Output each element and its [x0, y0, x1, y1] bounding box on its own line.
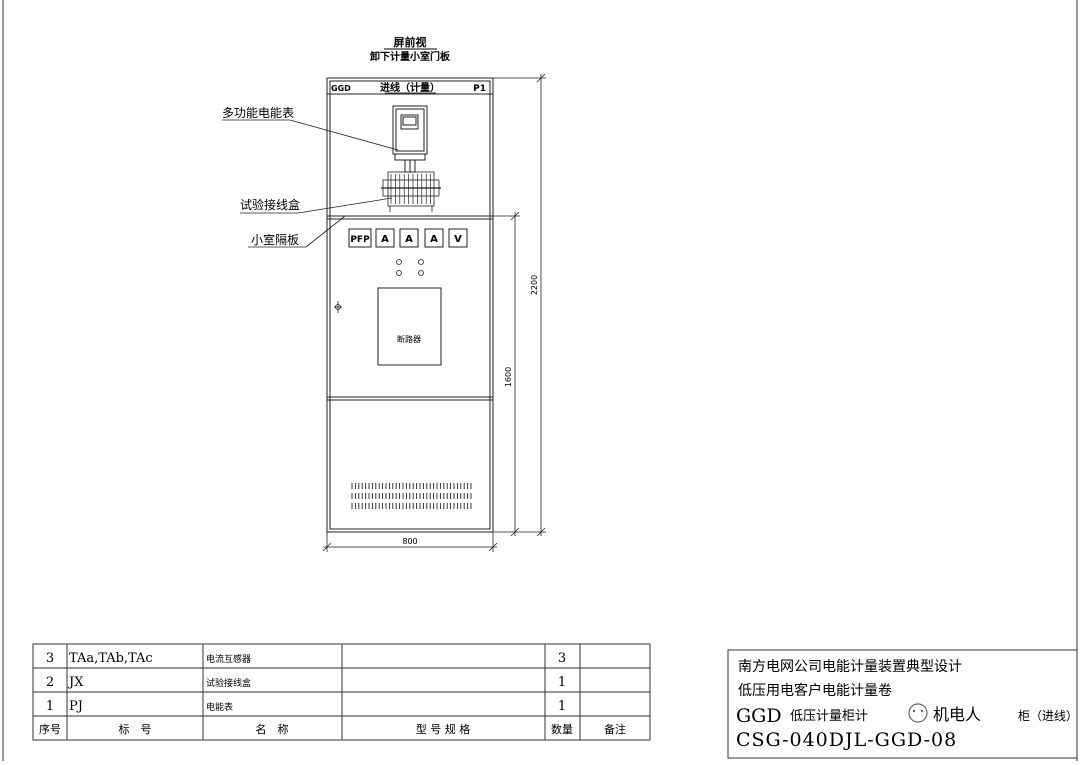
meter-button-row: PFP A A A V	[348, 228, 468, 248]
meter-button-label: PFP	[350, 235, 370, 245]
wechat-icon	[908, 703, 928, 723]
meter-button-4: V	[448, 228, 468, 248]
bom-cell-name: 电能表	[206, 701, 233, 713]
breaker-label: 断路器	[397, 334, 421, 344]
bom-cell-qty: 1	[558, 699, 566, 714]
callout-leaders	[222, 119, 399, 248]
bom-header-note: 备注	[604, 722, 626, 736]
bom-cell-no: 2	[46, 675, 54, 690]
energy-meter-icon	[392, 105, 428, 173]
drawing-number: CSG-040DJL-GGD-08	[736, 729, 957, 751]
lamp-icon	[396, 259, 402, 265]
bom-header-spec: 型 号 规 格	[416, 722, 471, 736]
dimension-width	[322, 532, 498, 552]
bom-table	[32, 643, 651, 741]
bom-cell-no: 1	[46, 699, 54, 714]
meter-button-0: PFP	[348, 228, 372, 248]
bom-cell-name: 试验接线盒	[206, 677, 251, 689]
title-line3-tail: 柜（进线）	[1018, 709, 1078, 723]
title-line1: 南方电网公司电能计量装置典型设计	[738, 659, 962, 675]
meter-button-label: V	[454, 234, 462, 245]
bom-header-no: 序号	[39, 722, 61, 736]
lamp-icon	[396, 270, 402, 276]
meter-button-label: A	[381, 234, 389, 245]
bom-header-code: 标 号	[119, 722, 152, 736]
door-handle-icon	[334, 301, 342, 313]
watermark-text: 机电人	[933, 705, 981, 724]
dimension-width-value: 800	[402, 537, 417, 546]
bom-cell-code: TAa,TAb,TAc	[69, 651, 153, 666]
cabinet-code-right: P1	[473, 84, 486, 94]
lamp-icon	[418, 259, 424, 265]
cabinet-title: 进线（计量）	[380, 81, 440, 94]
watermark: 机电人	[908, 703, 981, 724]
meter-button-2: A	[399, 228, 419, 248]
bom-cell-qty: 3	[558, 651, 566, 666]
table-row: 3 TAa,TAb,TAc 电流互感器 3	[46, 651, 566, 666]
cabinet	[326, 77, 494, 533]
dimension-height-total	[493, 73, 546, 537]
vent-louvers	[351, 483, 472, 509]
indicator-lamps	[396, 259, 424, 276]
meter-button-label: A	[430, 234, 438, 245]
breaker-window	[377, 287, 442, 366]
view-title: 屏前视	[394, 35, 427, 49]
bom-header-qty: 数量	[551, 723, 573, 736]
table-row: 1 PJ 电能表 1	[46, 699, 566, 714]
callout-test-box-label: 试验接线盒	[240, 197, 300, 212]
callout-meter-label: 多功能电能表	[222, 106, 294, 120]
dimension-height-total-value: 2200	[530, 275, 539, 295]
bom-cell-name: 电流互感器	[206, 653, 251, 665]
lamp-icon	[418, 270, 424, 276]
dimension-height-lower	[493, 211, 520, 537]
bom-cell-qty: 1	[558, 675, 566, 690]
view-subtitle: 卸下计量小室门板	[370, 50, 451, 63]
test-junction-box-icon	[381, 171, 441, 212]
title-line3-prefix: GGD	[736, 705, 782, 727]
bom-cell-code: JX	[67, 675, 84, 690]
title-block	[727, 649, 1078, 759]
bom-header-name: 名 称	[256, 722, 289, 736]
meter-button-1: A	[375, 228, 395, 248]
bom-header-row: 序号 标 号 名 称 型 号 规 格 数量 备注	[39, 722, 626, 736]
title-line3-rest: 低压计量柜计	[790, 709, 868, 724]
title-line2: 低压用电客户电能计量卷	[738, 682, 892, 699]
bom-cell-code: PJ	[69, 699, 83, 714]
callout-partition-label: 小室隔板	[251, 232, 299, 247]
bom-cell-no: 3	[46, 651, 54, 666]
meter-button-3: A	[424, 228, 444, 248]
meter-button-label: A	[405, 234, 413, 245]
table-row: 2 JX 试验接线盒 1	[46, 675, 566, 690]
cabinet-code-left: GGD	[331, 84, 351, 93]
dimension-height-lower-value: 1600	[504, 367, 513, 387]
